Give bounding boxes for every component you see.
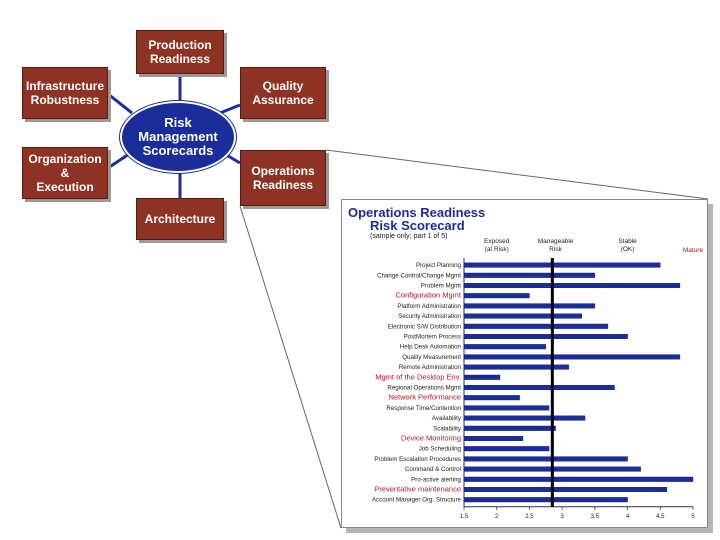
x-tick-label: 2.5	[525, 514, 534, 520]
zoom-line-bottom	[239, 205, 342, 529]
row-label: Quality Measurement	[402, 354, 461, 361]
score-bar	[463, 354, 681, 360]
row-label: Remote Administration	[399, 364, 462, 371]
row-label: Scalability	[433, 425, 462, 432]
score-bar	[463, 415, 586, 421]
score-bar	[463, 476, 694, 482]
row-label: Platform Administration	[397, 303, 461, 310]
row-label: Mgmt of the Desktop Env.	[375, 372, 461, 381]
row-label: Preventative maintenance	[374, 485, 461, 494]
scorecard-column-header: Stable (OK)	[618, 238, 637, 253]
x-tick-label: 5	[691, 514, 695, 520]
row-label: Response Time/Contention	[386, 405, 461, 412]
scorecard-title-line2: Risk Scorecard	[370, 218, 465, 233]
production-readiness-box: Production Readiness	[136, 30, 224, 74]
score-bar	[463, 293, 530, 299]
row-label: Account Manager Org. Structure	[372, 497, 462, 504]
row-label: Pro-active alerting	[411, 476, 461, 483]
scorecard-title-line1: Operations Readiness	[348, 205, 486, 220]
x-tick-label: 3	[560, 514, 564, 520]
score-bar	[463, 374, 501, 380]
score-bar	[463, 303, 596, 309]
infrastructure-robustness-box: Infrastructure Robustness	[22, 67, 108, 119]
row-label: Device Monitoring	[401, 434, 461, 443]
score-bar	[463, 395, 520, 401]
connector-infrastructure	[107, 92, 133, 115]
score-bar	[463, 344, 546, 350]
score-bar	[463, 333, 628, 339]
scorecard-note: (sample only; part 1 of 5)	[370, 233, 448, 240]
score-bar	[463, 282, 681, 288]
row-label: Change Control/Change Mgmt	[377, 272, 461, 279]
score-bar	[463, 262, 661, 268]
quality-assurance-box: Quality Assurance	[240, 67, 326, 119]
row-label: Electronic S/W Distribution	[388, 323, 462, 330]
row-label: Network Performance	[388, 393, 461, 402]
row-label: Job Scheduling	[419, 446, 462, 453]
score-bar	[463, 405, 550, 411]
zoom-line-top	[325, 149, 709, 200]
row-label: Regional Operations Mgmt	[387, 385, 461, 392]
score-bar	[463, 384, 615, 390]
x-tick-label: 2	[495, 514, 499, 520]
operations-risk-scorecard: Operations Readiness Risk Scorecard (sam…	[341, 199, 708, 528]
x-tick-label: 4.5	[656, 514, 665, 520]
x-tick-label: 1.5	[460, 514, 469, 520]
score-bar	[463, 446, 550, 452]
x-tick-label: 3.5	[591, 514, 600, 520]
row-label: Command & Control	[405, 466, 461, 473]
score-bar	[463, 364, 569, 370]
row-label: Problem Mgmt	[421, 283, 462, 290]
score-bar	[463, 323, 609, 329]
scorecard-column-header: Exposed (at Risk)	[484, 238, 510, 253]
score-bar	[463, 272, 596, 278]
score-bar	[463, 435, 524, 441]
scorecard-column-header: Mature	[682, 247, 704, 254]
row-label: Configuration Mgmt	[396, 291, 462, 300]
row-label: Problem Escalation Procedures	[374, 456, 461, 463]
score-bar	[463, 487, 668, 493]
operations-readiness-box: Operations Readiness	[240, 150, 326, 206]
architecture-box: Architecture	[136, 198, 224, 240]
row-label: Security Administration	[398, 313, 461, 320]
score-bar	[463, 425, 556, 431]
row-label: Project Planning	[416, 262, 462, 269]
row-label: PostMortem Process	[404, 334, 461, 341]
row-label: Help Desk Automation	[400, 344, 462, 351]
x-tick-label: 4	[626, 514, 630, 520]
score-bar	[463, 456, 628, 462]
score-bar	[463, 497, 628, 503]
scorecard-column-header: Manageable Risk	[537, 238, 574, 253]
risk-management-scorecards-hub: Risk Management Scorecards	[120, 101, 236, 173]
organization-execution-box: Organization & Execution	[22, 147, 108, 199]
row-label: Availability	[432, 415, 462, 422]
score-bar	[463, 313, 582, 319]
